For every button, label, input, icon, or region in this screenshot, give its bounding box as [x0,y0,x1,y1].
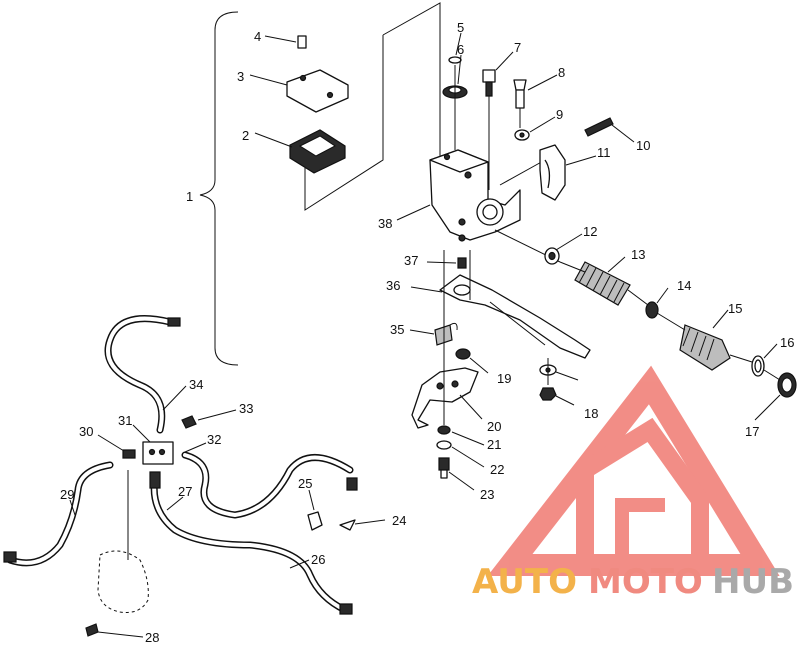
lower-lever-parts [411,322,557,429]
callout-9-top: 9 [556,107,563,122]
callout-10: 10 [636,138,650,153]
callout-17: 17 [745,424,759,439]
callout-12: 12 [583,224,597,239]
callout-20: 20 [487,419,501,434]
callout-36: 36 [386,278,400,293]
watermark-hub: HUB [712,562,794,602]
callout-7: 7 [514,40,521,55]
callout-14: 14 [677,278,691,293]
callout-19: 19 [497,371,511,386]
callout-3: 3 [237,69,244,84]
fitting-30 [122,449,136,459]
callout-2: 2 [242,128,249,143]
nut-18 [539,387,557,401]
callout-32: 32 [207,432,221,447]
callout-22: 22 [490,462,504,477]
callout-30: 30 [79,424,93,439]
caliper-outline [97,550,149,613]
callout-38: 38 [378,216,392,231]
screw-10 [584,117,614,137]
callout-23: 23 [480,487,494,502]
washer-5 [448,56,462,64]
callout-24: 24 [392,513,406,528]
callout-15: 15 [728,301,742,316]
callout-numbers: 1 2 3 4 5 6 7 8 9 10 11 12 13 14 15 16 1… [60,20,794,645]
clamp-11 [539,144,566,201]
fitting-25 [307,511,323,531]
screw-28 [85,623,99,637]
hose-fittings [3,317,358,637]
callout-16: 16 [780,335,794,350]
watermark-logo [487,365,780,576]
reservoir-cover-3 [286,69,349,113]
callout-6: 6 [457,42,464,57]
callout-21: 21 [487,437,501,452]
callout-28: 28 [145,630,159,645]
callout-25: 25 [298,476,312,491]
washer-14 [645,301,659,319]
callout-35: 35 [390,322,404,337]
callout-37: 37 [404,253,418,268]
callout-27: 27 [178,484,192,499]
washer-21 [437,425,451,435]
watermark-auto: AUTO [472,562,577,602]
reservoir-assembly [286,2,441,211]
callout-8: 8 [558,65,565,80]
bushing-19 [455,348,471,360]
callout-31: 31 [118,413,132,428]
hand-guard-parts [544,247,797,398]
callout-5: 5 [457,20,464,35]
junction-block-31 [142,441,174,465]
callout-26: 26 [311,552,325,567]
pin-8 [513,79,527,91]
watermark-text: AUTO MOTO HUB [472,562,794,602]
callout-34: 34 [189,377,203,392]
arrow-24 [339,519,356,531]
pivot-bolt-stack [436,250,452,479]
bracket-20 [411,367,479,429]
group-brace [199,11,239,366]
boot-15 [679,324,731,371]
brake-lever-36 [439,250,591,359]
bushing-37 [457,257,467,269]
spring-13 [574,261,631,306]
callout-18: 18 [584,406,598,421]
brake-hoses [6,315,354,614]
callout-13: 13 [631,247,645,262]
callout-4: 4 [254,29,261,44]
screw-7 [482,69,496,83]
master-cylinder-38 [429,149,521,242]
fitting-33 [181,415,197,429]
washer-22 [436,440,452,450]
callout-33: 33 [239,401,253,416]
callout-11: 11 [597,145,611,160]
watermark-moto: MOTO [588,562,703,602]
screw-4 [297,35,307,49]
clamp-parts [539,117,614,201]
bolt-23 [438,457,450,471]
cap-parts [442,56,530,190]
callout-1: 1 [186,189,193,204]
callout-29: 29 [60,487,74,502]
leader-lines [69,32,781,638]
